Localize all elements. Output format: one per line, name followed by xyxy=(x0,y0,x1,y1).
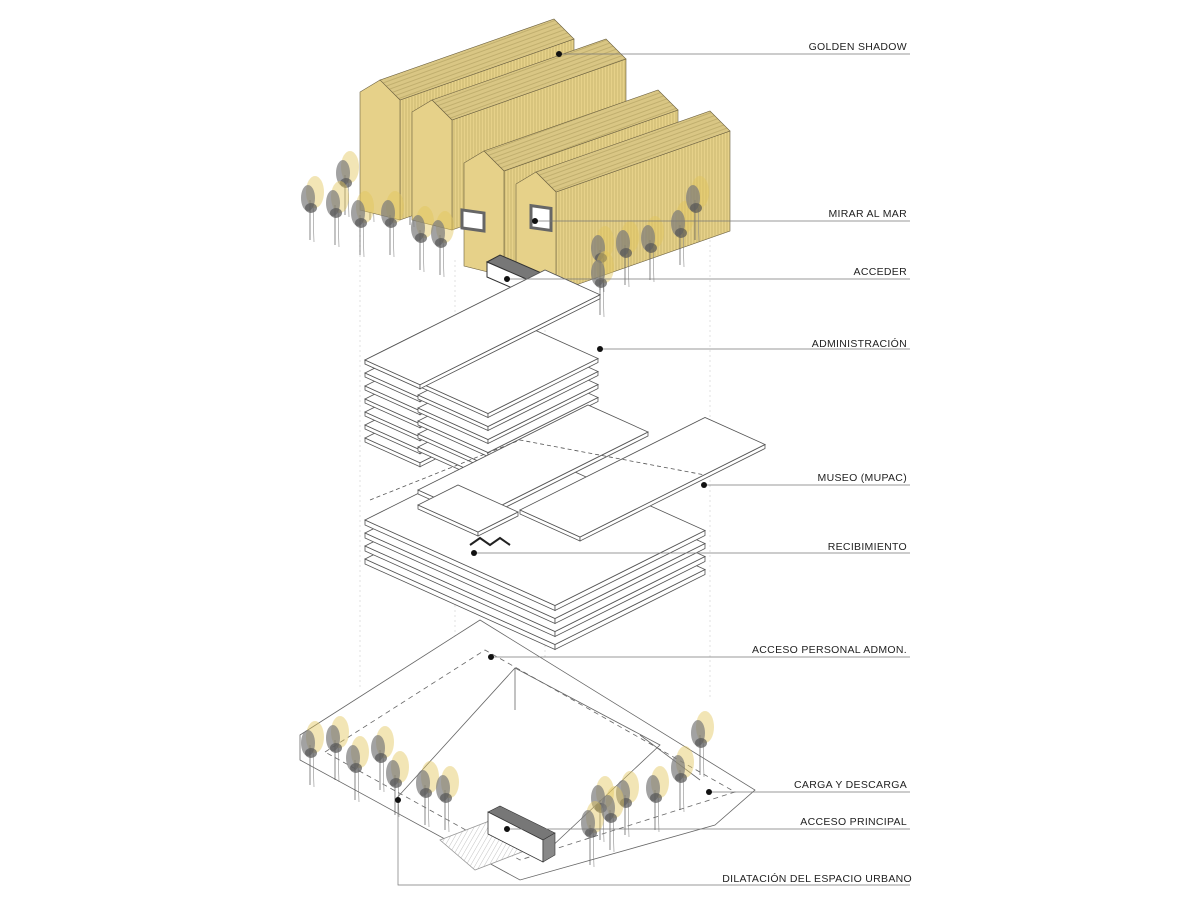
tree xyxy=(686,176,709,243)
tree-foliage xyxy=(305,748,317,758)
label-dilatacion: DILATACIÓN DEL ESPACIO URBANO xyxy=(722,873,912,885)
tree-foliage xyxy=(330,743,342,753)
tree-foliage xyxy=(645,243,657,253)
tree xyxy=(646,766,669,833)
museum-levels xyxy=(364,404,766,651)
tree-foliage xyxy=(390,778,402,788)
tree xyxy=(301,721,324,788)
tree-foliage xyxy=(435,238,447,248)
golden-shadow-volumes xyxy=(359,18,731,301)
tree-foliage xyxy=(375,753,387,763)
label-golden-shadow: GOLDEN SHADOW xyxy=(808,41,907,53)
tree-foliage xyxy=(650,793,662,803)
leader-lines xyxy=(397,53,910,886)
label-acceso-personal: ACCESO PERSONAL ADMON. xyxy=(752,644,907,656)
stair xyxy=(469,536,511,547)
tree-foliage xyxy=(595,278,607,288)
tree xyxy=(581,801,604,868)
tree-foliage xyxy=(305,203,317,213)
tree-foliage xyxy=(420,788,432,798)
window xyxy=(529,203,553,233)
tree-foliage xyxy=(330,208,342,218)
tree-foliage xyxy=(620,248,632,258)
label-acceder: ACCEDER xyxy=(853,266,907,278)
tree-foliage xyxy=(690,203,702,213)
house-gable xyxy=(359,79,401,221)
label-recibimiento: RECIBIMIENTO xyxy=(827,541,907,553)
tree xyxy=(346,736,369,803)
tree xyxy=(671,746,694,813)
label-administracion: ADMINISTRACIÓN xyxy=(811,338,907,350)
museum-outline xyxy=(369,439,706,501)
museum-upper-slab xyxy=(417,484,519,533)
tree-foliage xyxy=(415,233,427,243)
house-gable xyxy=(411,99,453,231)
admin-top-slab xyxy=(364,269,601,386)
trees xyxy=(301,176,709,318)
tree-foliage xyxy=(675,773,687,783)
label-acceso-principal: ACCESO PRINCIPAL xyxy=(800,816,907,828)
tree xyxy=(616,771,639,838)
label-mirar-al-mar: MIRAR AL MAR xyxy=(828,208,907,220)
tree xyxy=(381,191,404,258)
window xyxy=(460,208,486,233)
tree-foliage xyxy=(340,178,352,188)
tree-foliage xyxy=(585,828,597,838)
tree-foliage xyxy=(440,793,452,803)
label-museo: MUSEO (MUPAC) xyxy=(817,472,907,484)
tree xyxy=(601,786,624,853)
tree-foliage xyxy=(620,798,632,808)
tree xyxy=(431,211,454,278)
tree xyxy=(641,216,664,283)
tree-foliage xyxy=(605,813,617,823)
tree-foliage xyxy=(385,218,397,228)
tree xyxy=(386,751,409,818)
tree xyxy=(351,191,374,258)
trees xyxy=(301,711,714,868)
museum-gallery-slab xyxy=(519,417,766,538)
tree xyxy=(591,251,614,318)
tree xyxy=(336,151,359,218)
tree xyxy=(301,176,324,243)
leader-dots xyxy=(395,51,712,832)
tree xyxy=(691,711,714,778)
tree xyxy=(411,206,434,273)
tree xyxy=(326,716,349,783)
tree-foliage xyxy=(350,763,362,773)
label-carga-descarga: CARGA Y DESCARGA xyxy=(794,779,907,791)
tree xyxy=(616,221,639,288)
tree xyxy=(371,726,394,793)
tree-foliage xyxy=(675,228,687,238)
tree xyxy=(416,761,439,828)
tree xyxy=(326,181,349,248)
tree xyxy=(436,766,459,833)
tree-foliage xyxy=(355,218,367,228)
tree-foliage xyxy=(695,738,707,748)
main-access-volume xyxy=(487,805,556,863)
